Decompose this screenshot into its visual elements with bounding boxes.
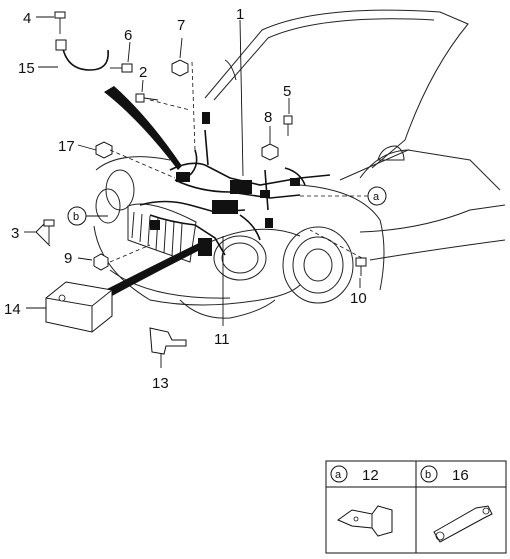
callout-13: 13 (152, 375, 169, 392)
nut-part-17 (95, 141, 113, 159)
callout-9: 9 (64, 250, 72, 267)
callout-15: 15 (18, 60, 35, 77)
callout-4: 4 (23, 10, 31, 27)
ref-circle-b: b (67, 206, 87, 226)
callout-labels: 1 2 3 4 5 6 7 8 9 10 11 13 14 15 17 (4, 6, 367, 392)
bolt-part-4 (54, 11, 66, 34)
callout-7: 7 (177, 17, 185, 34)
inset-letter-a: a (335, 469, 342, 481)
callout-10: 10 (350, 290, 367, 307)
callout-14: 14 (4, 301, 21, 318)
inset-number-16: 16 (452, 467, 469, 484)
callout-11: 11 (214, 331, 230, 348)
harness-arrow-top (104, 86, 182, 170)
bracket-part-13 (149, 327, 187, 355)
nut-part-9 (93, 253, 109, 271)
car-body-outline (93, 9, 506, 319)
callout-3: 3 (11, 225, 19, 242)
nut-part-7 (171, 59, 189, 77)
inset-number-12: 12 (362, 467, 379, 484)
harness-arrow-bottom (105, 240, 208, 296)
callout-6: 6 (124, 27, 132, 44)
bolt-part-3 (43, 219, 55, 244)
relay-box-part-14 (45, 281, 113, 333)
main-wiring-harness (139, 112, 331, 256)
bolt-part-2 (135, 93, 159, 103)
bracket-part-12 (336, 505, 393, 537)
callout-8: 8 (264, 109, 272, 126)
callout-5: 5 (283, 83, 291, 100)
bolt-part-5 (283, 115, 293, 136)
nut-part-8 (261, 143, 279, 161)
inset-letter-b: b (425, 469, 431, 481)
cable-terminal-15 (55, 39, 67, 51)
inset-parts-table: a 12 b 16 (325, 460, 507, 554)
callout-17: 17 (58, 138, 75, 155)
bolt-part-10 (355, 257, 367, 276)
screw-part-6 (110, 63, 133, 73)
battery-cable-part-15 (61, 43, 109, 71)
callout-1: 1 (236, 6, 244, 23)
ref-circle-a: a (367, 186, 387, 206)
leader-lines (24, 16, 368, 368)
svg-text:b: b (73, 211, 79, 223)
bracket-part-16 (433, 505, 493, 543)
svg-text:a: a (373, 191, 380, 203)
callout-2: 2 (139, 64, 147, 81)
